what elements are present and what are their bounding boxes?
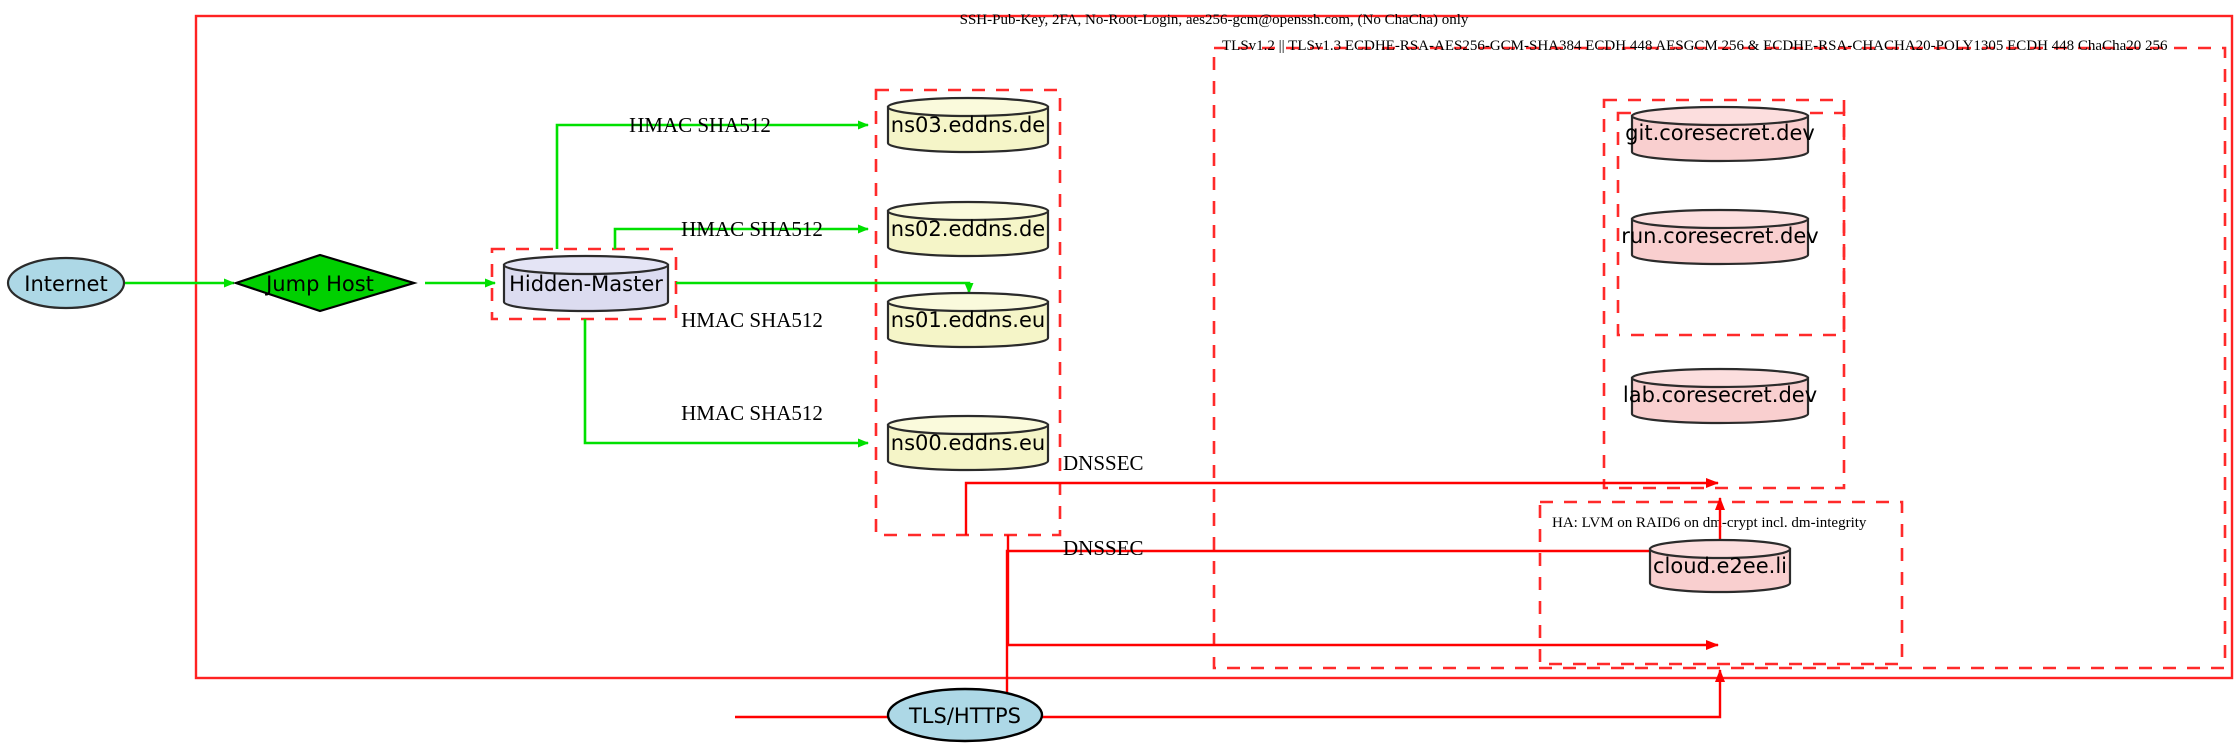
node-hidden-master[interactable]: Hidden-Master	[502, 254, 670, 313]
node-run-coresecret-label: run.coresecret.dev	[1621, 224, 1819, 248]
node-git-coresecret-label: git.coresecret.dev	[1625, 121, 1815, 145]
cluster-tls-boundary	[1212, 46, 2227, 670]
cluster-dns-slaves-group	[874, 88, 1062, 537]
cluster-git-run-group	[1616, 111, 1846, 337]
node-tls-https-label: TLS/HTTPS	[908, 704, 1021, 728]
node-ns02[interactable]: ns02.eddns.de	[886, 200, 1050, 258]
cluster-label-tls: TLSv1.2 || TLSv1.3 ECDHE-RSA-AES256-GCM-…	[1222, 38, 2168, 54]
node-ns00[interactable]: ns00.eddns.eu	[886, 414, 1050, 472]
edge-label-dnssec-lower: DNSSEC	[1063, 536, 1144, 560]
cluster-coresecret-group	[1602, 98, 1846, 490]
edge-hiddenmaster-ns00	[583, 319, 869, 448]
cluster-ssh-boundary	[194, 14, 2234, 680]
node-lab-coresecret-label: lab.coresecret.dev	[1623, 383, 1817, 407]
edge-tlshttps-coresecret	[735, 669, 1725, 719]
edge-label-hmac-ns03: HMAC SHA512	[629, 113, 771, 137]
node-internet[interactable]: Internet	[6, 256, 126, 310]
node-jumphost[interactable]: Jump Host	[232, 253, 418, 313]
node-ns02-label: ns02.eddns.de	[891, 217, 1045, 241]
edge-hiddenmaster-ns02	[613, 224, 869, 249]
node-run-coresecret[interactable]: run.coresecret.dev	[1621, 208, 1819, 266]
edge-tlshttps-ha	[1005, 497, 1725, 700]
node-jumphost-label: Jump Host	[264, 272, 374, 296]
node-ns01-label: ns01.eddns.eu	[891, 308, 1045, 332]
edge-hiddenmaster-ns03	[555, 120, 869, 249]
edge-dnssec-coresecret	[964, 478, 1719, 535]
node-internet-label: Internet	[24, 272, 107, 296]
node-lab-coresecret[interactable]: lab.coresecret.dev	[1623, 367, 1817, 425]
cluster-label-ha: HA: LVM on RAID6 on dm-crypt incl. dm-in…	[1552, 515, 1867, 531]
node-ns00-label: ns00.eddns.eu	[891, 431, 1045, 455]
node-ns03[interactable]: ns03.eddns.de	[886, 96, 1050, 154]
node-ns03-label: ns03.eddns.de	[891, 113, 1045, 137]
edge-label-hmac-ns02: HMAC SHA512	[681, 217, 823, 241]
node-tls-https[interactable]: TLS/HTTPS	[886, 687, 1044, 743]
node-cloud-e2ee[interactable]: cloud.e2ee.li	[1648, 538, 1792, 594]
node-hidden-master-label: Hidden-Master	[509, 272, 663, 296]
cluster-label-ssh: SSH-Pub-Key, 2FA, No-Root-Login, aes256-…	[960, 12, 1469, 28]
edge-label-hmac-ns00: HMAC SHA512	[681, 401, 823, 425]
node-ns01[interactable]: ns01.eddns.eu	[886, 291, 1050, 349]
edge-label-hmac-ns01: HMAC SHA512	[681, 308, 823, 332]
node-cloud-e2ee-label: cloud.e2ee.li	[1653, 554, 1787, 578]
edge-label-dnssec-upper: DNSSEC	[1063, 451, 1144, 475]
edge-hiddenmaster-ns01	[676, 281, 974, 294]
node-git-coresecret[interactable]: git.coresecret.dev	[1625, 105, 1815, 163]
